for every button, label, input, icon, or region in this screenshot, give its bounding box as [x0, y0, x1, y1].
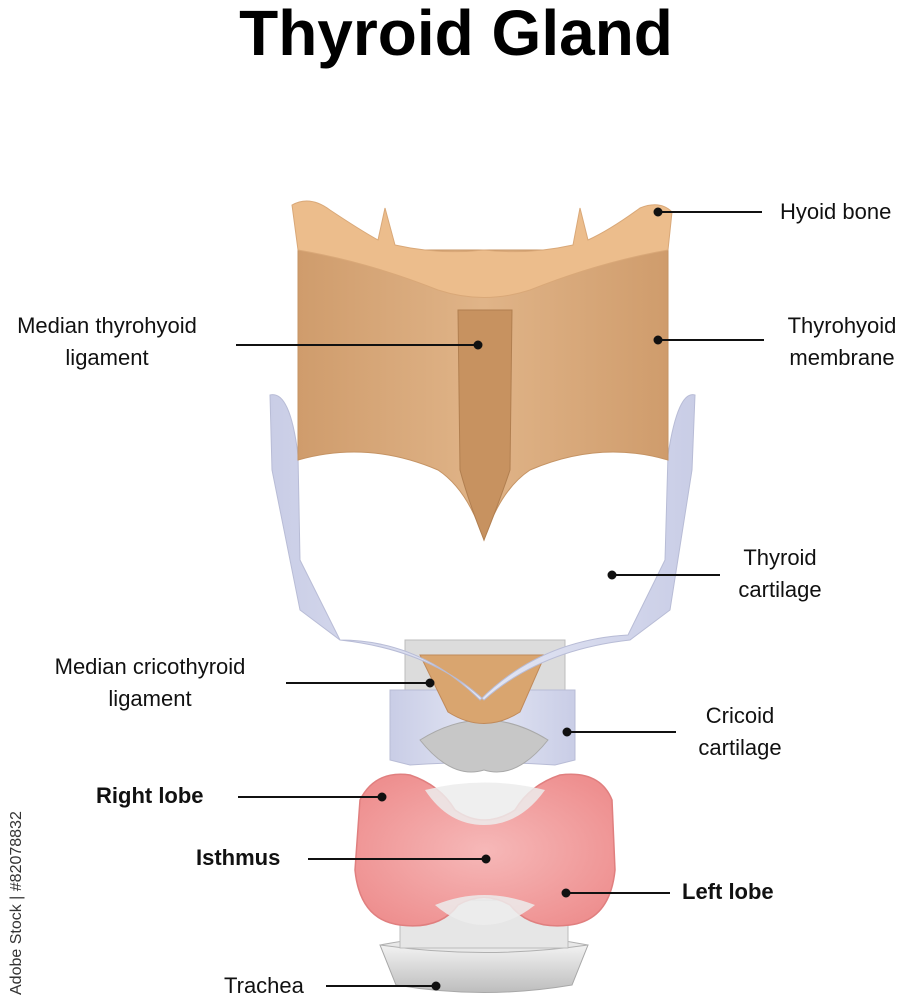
stock-credit: Adobe Stock | #82078832	[6, 770, 32, 1000]
label-median-thyrohyoid-line1: Median thyrohyoid	[17, 313, 197, 338]
pin-trachea	[431, 981, 441, 991]
label-median-thyrohyoid-ligament: Median thyrohyoid ligament	[0, 310, 214, 374]
label-hyoid-bone: Hyoid bone	[780, 199, 892, 224]
pin-thyroid-cartilage	[607, 570, 617, 580]
label-cricoid-cartilage-line2: cartilage	[698, 735, 782, 760]
pin-cricoid-cartilage	[562, 727, 572, 737]
stock-credit-text: Adobe Stock | #82078832	[8, 811, 25, 995]
thyroid-gland	[354, 773, 616, 927]
label-thyroid-cartilage-line1: Thyroid	[743, 545, 817, 570]
cricoid-cartilage	[389, 689, 576, 773]
leader-lines	[236, 207, 764, 991]
label-median-cricothyroid-line1: Median cricothyroid	[54, 654, 246, 679]
pin-thyrohyoid-membrane	[653, 335, 663, 345]
label-left-lobe: Left lobe	[682, 879, 774, 904]
pin-median-cricothyroid	[425, 678, 435, 688]
label-thyrohyoid-membrane-line2: membrane	[789, 345, 895, 370]
label-isthmus: Isthmus	[196, 845, 281, 870]
label-thyrohyoid-membrane-line1: Thyrohyoid	[787, 313, 897, 338]
hyoid-bone	[291, 200, 673, 298]
label-cricoid-cartilage: Cricoid cartilage	[680, 700, 800, 764]
label-median-cricothyroid-line2: ligament	[108, 686, 192, 711]
pin-left-lobe	[561, 888, 571, 898]
label-thyroid-cartilage-line2: cartilage	[738, 577, 822, 602]
label-cricoid-cartilage-line1: Cricoid	[705, 703, 775, 728]
diagram-title: Thyroid Gland	[239, 0, 673, 69]
label-median-cricothyroid-ligament: Median cricothyroid ligament	[30, 651, 270, 715]
pin-median-thyrohyoid	[473, 340, 483, 350]
label-right-lobe: Right lobe	[96, 783, 204, 808]
median-thyrohyoid-ligament	[457, 309, 513, 542]
label-thyrohyoid-membrane: Thyrohyoid membrane	[772, 310, 912, 374]
label-trachea: Trachea	[224, 973, 304, 998]
label-thyroid-cartilage: Thyroid cartilage	[720, 542, 840, 606]
pin-right-lobe	[377, 792, 387, 802]
pin-hyoid-bone	[653, 207, 663, 217]
label-median-thyrohyoid-line2: ligament	[65, 345, 149, 370]
pin-isthmus	[481, 854, 491, 864]
